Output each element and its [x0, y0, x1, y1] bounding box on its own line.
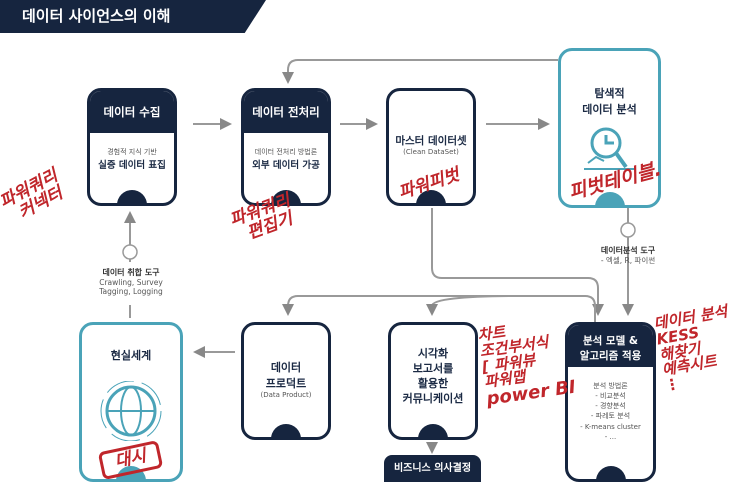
box-title-line: 활용한	[417, 376, 449, 390]
connector-node	[620, 222, 636, 238]
box-subtitle: (Clean DataSet)	[403, 148, 459, 156]
box-subtitle: 경험적 지식 기반	[107, 148, 157, 156]
box-title-line: 커뮤니케이션	[402, 391, 464, 405]
box-subtitle: 데이터 전처리 방법론	[254, 148, 318, 156]
connector-notch	[416, 190, 446, 203]
methods-title: 분석 방법론	[593, 382, 628, 390]
box-data-product: 데이터 프로덕트 (Data Product)	[241, 322, 331, 440]
box-main: 실증 데이터 표집	[98, 160, 166, 171]
box-title: 현실세계	[110, 349, 152, 362]
box-data-preprocessing: 데이터 전처리 데이터 전처리 방법론 외부 데이터 가공	[241, 88, 331, 206]
box-visualization: 시각화 보고서를 활용한 커뮤니케이션	[388, 322, 478, 440]
analysis-tools-label: 데이터분석 도구 - 엑셀, R, 파이썬	[588, 246, 668, 265]
arrow-explore-back	[282, 59, 558, 84]
tools-line: Crawling, Survey	[99, 277, 163, 287]
box-exploratory-analysis: 탐색적 데이터 분석	[558, 48, 661, 208]
method-item: - 파레토 분석	[590, 412, 631, 421]
box-title-line: 데이터	[270, 361, 302, 374]
tools-line: - 엑셀, R, 파이썬	[600, 255, 656, 265]
connector-notch	[116, 466, 146, 479]
box-real-world: 현실세계	[79, 322, 183, 482]
globe-network-icon	[100, 380, 162, 442]
box-title-line: 프로덕트	[265, 377, 307, 390]
analytics-magnifier-icon	[583, 127, 636, 170]
box-title-line: 데이터 분석	[582, 103, 637, 116]
box-master-dataset: 마스터 데이터셋 (Clean DataSet)	[386, 88, 476, 206]
box-main: 외부 데이터 가공	[252, 160, 320, 171]
connector-notch	[271, 190, 301, 203]
tools-title: 데이터 취합 도구	[102, 268, 160, 277]
box-title-line: 보고서를	[412, 361, 454, 375]
connector-notch	[271, 424, 301, 437]
arrow-model-product	[282, 295, 596, 322]
box-subtitle: (Data Product)	[260, 391, 312, 399]
box-title: 마스터 데이터셋	[395, 135, 467, 147]
business-decision-label: 비즈니스 의사결정	[384, 455, 481, 482]
box-title-line: 분석 모델 &	[582, 335, 639, 347]
page-title: 데이터 사이언스의 이해	[0, 0, 266, 33]
connector-notch	[594, 192, 625, 205]
method-item: - 경향분석	[595, 402, 626, 411]
box-data-collection: 데이터 수집 경험적 지식 기반 실증 데이터 표집	[87, 88, 177, 206]
connector-notch	[117, 190, 147, 203]
connector-notch	[595, 466, 626, 479]
arrow-master-model	[431, 208, 604, 316]
box-title-line: 시각화	[417, 347, 449, 360]
connector-node	[122, 244, 138, 260]
box-title: 데이터 수집	[90, 91, 174, 133]
box-title: 데이터 전처리	[244, 91, 328, 133]
method-item: - ...	[604, 432, 617, 441]
arrow-model-visual	[426, 295, 521, 316]
method-item: - K-means cluster	[580, 422, 641, 431]
box-model-algorithm: 분석 모델 & 알고리즘 적용 분석 방법론 - 비교분석 - 경향분석 - 파…	[565, 322, 656, 482]
collection-tools-label: 데이터 취합 도구 Crawling, Survey Tagging, Logg…	[95, 268, 167, 296]
tools-title: 데이터분석 도구	[600, 246, 656, 255]
connector-notch	[418, 424, 448, 437]
method-item: - 비교분석	[595, 392, 626, 401]
tools-line: Tagging, Logging	[99, 286, 163, 296]
box-title-line: 알고리즘 적용	[579, 350, 642, 362]
box-title-line: 탐색적	[594, 87, 625, 100]
